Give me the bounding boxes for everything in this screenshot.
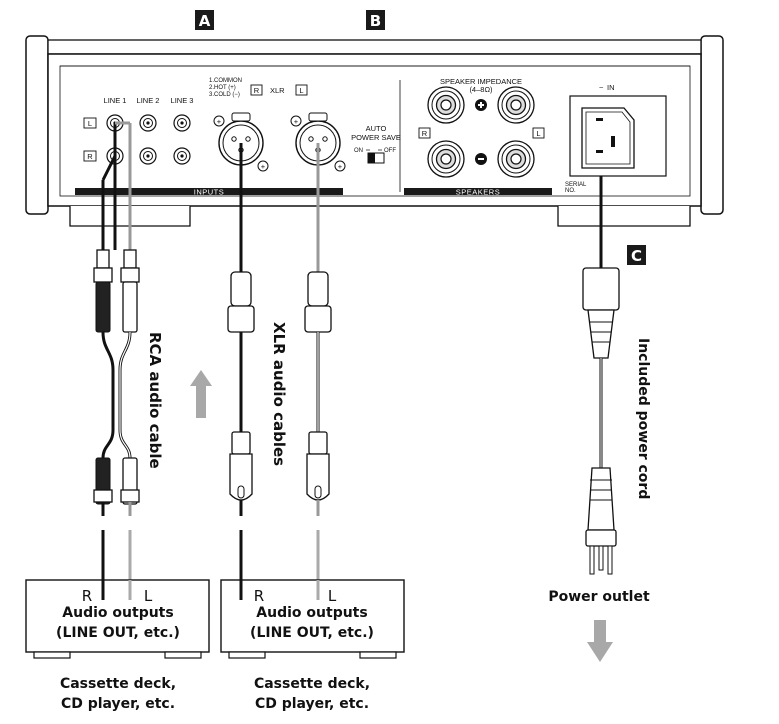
signal-flow-arrow	[190, 370, 212, 418]
device1-caption-line1: Cassette deck,	[60, 676, 176, 692]
svg-text:+: +	[294, 117, 299, 126]
rca-jack-line2-r	[139, 147, 157, 165]
badge-b: B	[366, 10, 385, 30]
power-outlet-arrow	[587, 620, 613, 662]
svg-text:SERIAL: SERIAL	[565, 182, 587, 188]
svg-text:+: +	[338, 162, 343, 171]
badge-c: C	[627, 245, 646, 265]
svg-text:B: B	[370, 12, 381, 30]
device2-outputs-label: Audio outputs	[256, 605, 367, 621]
svg-text:NO.: NO.	[565, 188, 576, 194]
ac-inlet-section: ~ IN SERIAL NO.	[565, 83, 667, 194]
svg-text:A: A	[199, 12, 211, 30]
device2-l-label: L	[328, 587, 337, 605]
xlr-cable-label: XLR audio cables	[270, 322, 288, 466]
svg-text:L: L	[299, 86, 303, 95]
device2-r-label: R	[254, 587, 264, 605]
svg-text:POWER SAVE: POWER SAVE	[351, 133, 401, 142]
svg-text:SPEAKER IMPEDANCE: SPEAKER IMPEDANCE	[440, 77, 522, 86]
auto-power-save-switch: AUTO POWER SAVE ON OFF	[351, 124, 401, 164]
line1-label: LINE 1	[104, 96, 127, 105]
svg-text:SPEAKERS: SPEAKERS	[456, 188, 500, 197]
speaker-terminal-l-plus	[497, 86, 535, 124]
speaker-terminal-r-minus	[427, 140, 465, 178]
rca-jack-line2-l	[139, 114, 157, 132]
xlr-cable-l	[304, 143, 332, 600]
switch-on-label: ON	[354, 148, 363, 154]
device1-r-label: R	[82, 587, 92, 605]
svg-text:R: R	[422, 129, 428, 138]
speaker-terminal-l-minus	[497, 140, 535, 178]
rca-cable	[93, 121, 140, 600]
svg-text:R: R	[254, 86, 260, 95]
power-cord	[582, 176, 620, 575]
svg-text:+: +	[217, 117, 222, 126]
device2-caption-line1: Cassette deck,	[254, 676, 370, 692]
device2-caption-line2: CD player, etc.	[255, 696, 369, 712]
device1-outputs-label: Audio outputs	[62, 605, 173, 621]
badge-a: A	[195, 10, 214, 30]
xlr-cable-r	[227, 143, 255, 600]
line2-label: LINE 2	[137, 96, 160, 105]
device1-l-label: L	[144, 587, 153, 605]
rca-r-mark: R	[87, 152, 93, 161]
rca-l-mark: L	[88, 119, 92, 128]
svg-text:3.COLD (−): 3.COLD (−)	[209, 92, 240, 98]
device2-outputs-sub: (LINE OUT, etc.)	[250, 625, 374, 641]
inputs-bar: INPUTS	[75, 188, 343, 197]
rca-input-section: LINE 1 LINE 2 LINE 3 L R	[83, 96, 194, 165]
xlr-input-section: 1.COMMON 2.HOT (+) 3.COLD (−) R XLR L + …	[209, 78, 346, 172]
device1-caption-line2: CD player, etc.	[61, 696, 175, 712]
ac-in-label: IN	[607, 83, 615, 92]
source-device-2: R L Audio outputs (LINE OUT, etc.)	[220, 579, 405, 659]
device1-outputs-sub: (LINE OUT, etc.)	[56, 625, 180, 641]
svg-text:1.COMMON: 1.COMMON	[209, 78, 242, 84]
svg-text:AUTO: AUTO	[366, 124, 387, 133]
svg-text:L: L	[536, 129, 540, 138]
svg-text:+: +	[261, 162, 266, 171]
svg-text:~: ~	[599, 83, 604, 92]
speaker-terminal-r-plus	[427, 86, 465, 124]
power-outlet-label: Power outlet	[548, 589, 650, 605]
line3-label: LINE 3	[171, 96, 194, 105]
rca-jack-line3-l	[173, 114, 191, 132]
rca-cable-label: RCA audio cable	[146, 332, 164, 469]
xlr-label: XLR	[270, 86, 285, 95]
svg-text:C: C	[631, 247, 642, 265]
rca-jack-line3-r	[173, 147, 191, 165]
switch-off-label: OFF	[384, 148, 396, 154]
svg-text:(4–8Ω): (4–8Ω)	[469, 85, 493, 94]
speaker-terminal-section: SPEAKER IMPEDANCE (4–8Ω) R L SPEAKERS	[404, 77, 552, 197]
svg-text:INPUTS: INPUTS	[194, 188, 225, 197]
power-cord-label: Included power cord	[635, 338, 651, 499]
source-device-1: R L Audio outputs (LINE OUT, etc.)	[25, 579, 210, 659]
svg-text:2.HOT (+): 2.HOT (+)	[209, 85, 236, 91]
